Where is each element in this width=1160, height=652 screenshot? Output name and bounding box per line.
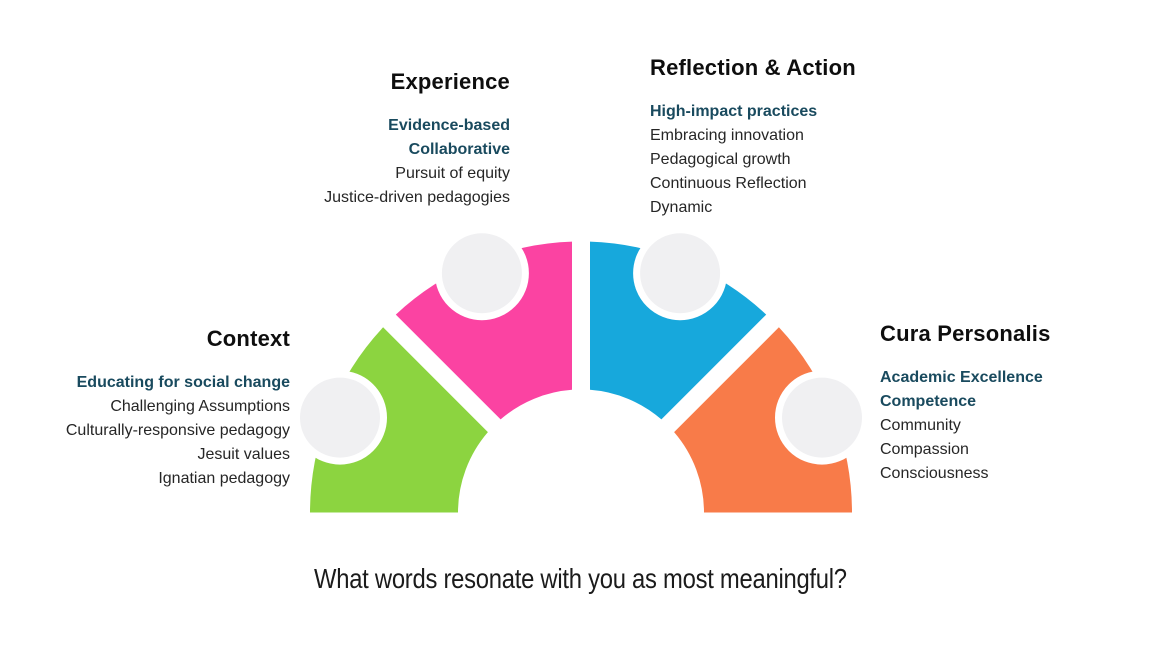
person-circle-experience (434, 226, 529, 321)
keyword-highlighted: Collaborative (408, 141, 510, 158)
person-circle-reflection-action (633, 226, 728, 321)
keyword: Justice-driven pedagogies (324, 189, 510, 206)
caption-text: What words resonate with you as most mea… (313, 563, 847, 594)
keyword: Pedagogical growth (650, 151, 791, 168)
keyword: Community (880, 417, 961, 434)
keyword-highlighted: Competence (880, 393, 977, 410)
keyword-highlighted: Educating for social change (76, 374, 290, 391)
keyword-highlighted: Evidence-based (388, 117, 510, 134)
keyword: Dynamic (650, 199, 713, 216)
keyword: Continuous Reflection (650, 175, 807, 192)
person-circle-cura-personalis (775, 370, 869, 465)
keyword: Culturally-responsive pedagogy (65, 422, 290, 439)
keyword: Embracing innovation (650, 127, 804, 144)
group-reflection-action: Reflection & Action High-impact practice… (650, 55, 960, 220)
keyword-highlighted: High-impact practices (650, 103, 818, 120)
caption: What words resonate with you as most mea… (0, 563, 1160, 595)
person-circle-context (293, 370, 387, 465)
keyword: Jesuit values (197, 446, 291, 463)
keyword: Ignatian pedagogy (158, 470, 290, 487)
group-title-cura-personalis: Cura Personalis (880, 321, 1051, 346)
keyword: Consciousness (880, 465, 989, 482)
group-title-experience: Experience (390, 69, 510, 94)
keyword-highlighted: Academic Excellence (880, 369, 1043, 386)
group-title-context: Context (206, 326, 290, 351)
group-title-reflection-action: Reflection & Action (650, 55, 856, 80)
keyword: Pursuit of equity (395, 165, 510, 182)
keyword: Compassion (880, 441, 969, 458)
keyword: Challenging Assumptions (110, 398, 290, 415)
